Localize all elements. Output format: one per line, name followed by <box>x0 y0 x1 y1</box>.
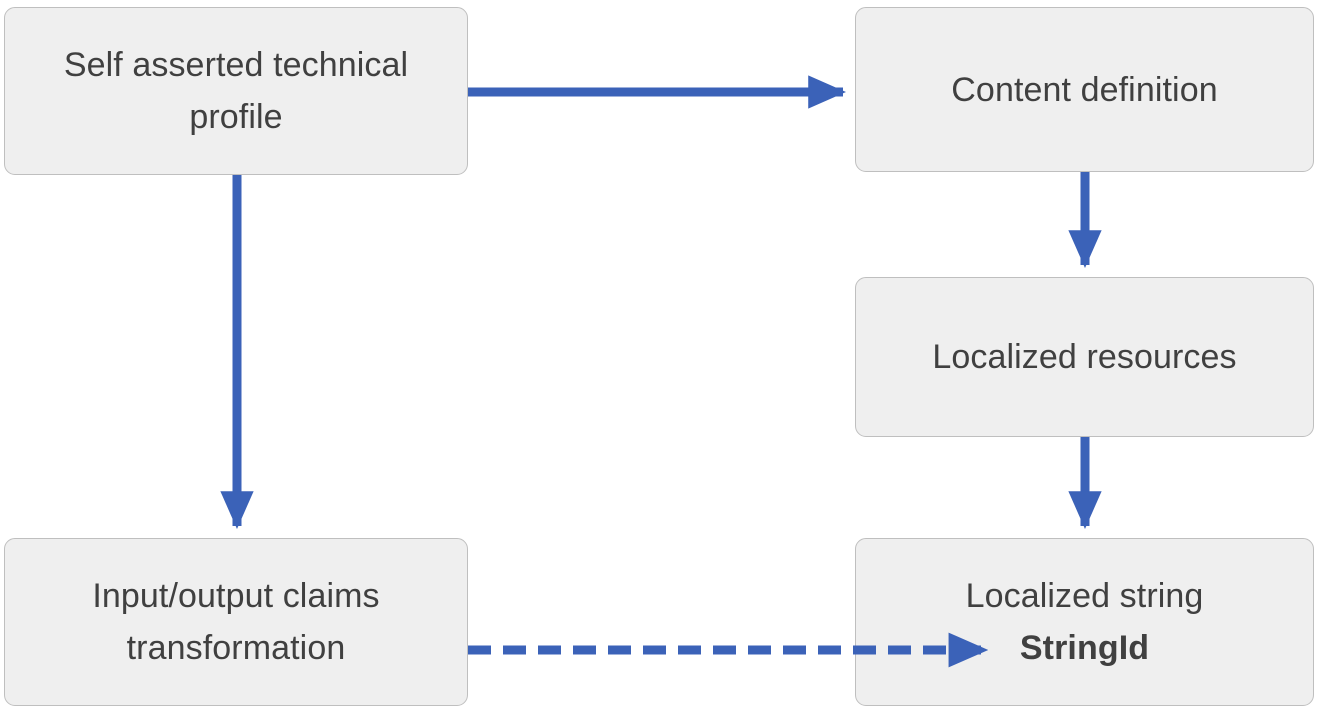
node-localized-string[interactable]: Localized string StringId <box>855 538 1314 706</box>
node-label: Content definition <box>951 70 1218 109</box>
node-input-output-claims-transformation[interactable]: Input/output claims transformation <box>4 538 468 706</box>
node-label-multiline: Localized string StringId <box>856 570 1313 674</box>
node-content-definition[interactable]: Content definition <box>855 7 1314 172</box>
node-label-string-id: StringId <box>1019 629 1150 667</box>
node-label: Localized resources <box>932 338 1237 376</box>
node-localized-resources[interactable]: Localized resources <box>855 277 1314 437</box>
node-label: Input/output claims transformation <box>92 577 380 667</box>
node-label-line-1: Localized string <box>965 577 1204 615</box>
node-self-asserted-technical-profile[interactable]: Self asserted technical profile <box>4 7 468 175</box>
node-label: Self asserted technical profile <box>63 46 409 136</box>
